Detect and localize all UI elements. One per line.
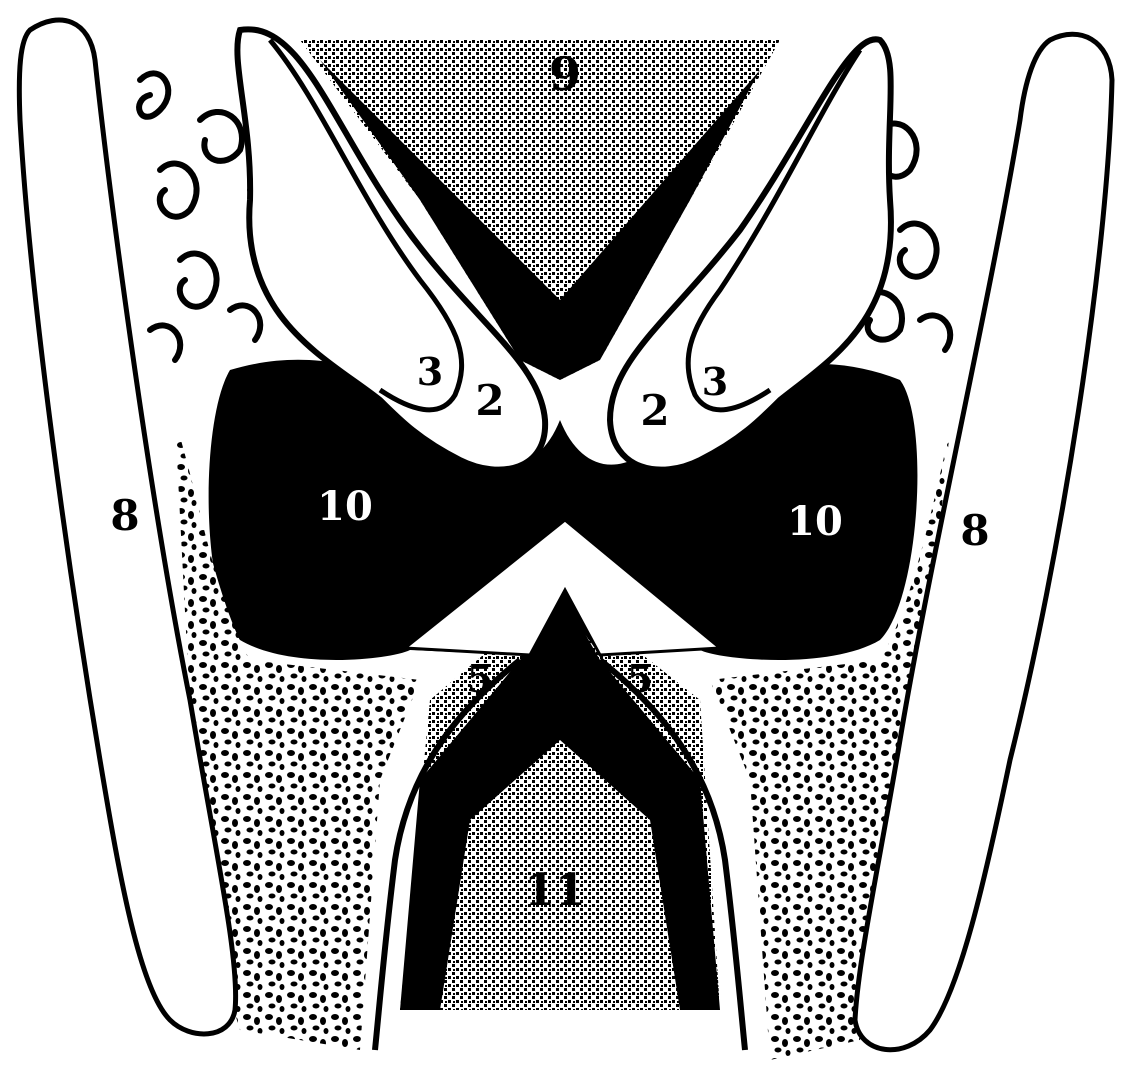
label-left-lower: 5 — [467, 656, 493, 701]
lower-funnel — [400, 590, 720, 1010]
label-left-cavity: 10 — [317, 483, 373, 530]
label-bottom: 11 — [524, 865, 585, 916]
label-left-inner: 3 — [417, 349, 443, 394]
label-right-inner: 3 — [702, 359, 728, 404]
label-right-cavity: 10 — [787, 498, 843, 545]
label-left-lateral: 8 — [110, 491, 139, 540]
label-right-lower: 5 — [627, 656, 653, 701]
label-right-fold: 2 — [640, 386, 669, 435]
label-left-fold: 2 — [475, 376, 504, 425]
label-top: 9 — [549, 47, 581, 101]
label-right-lateral: 8 — [960, 506, 989, 555]
